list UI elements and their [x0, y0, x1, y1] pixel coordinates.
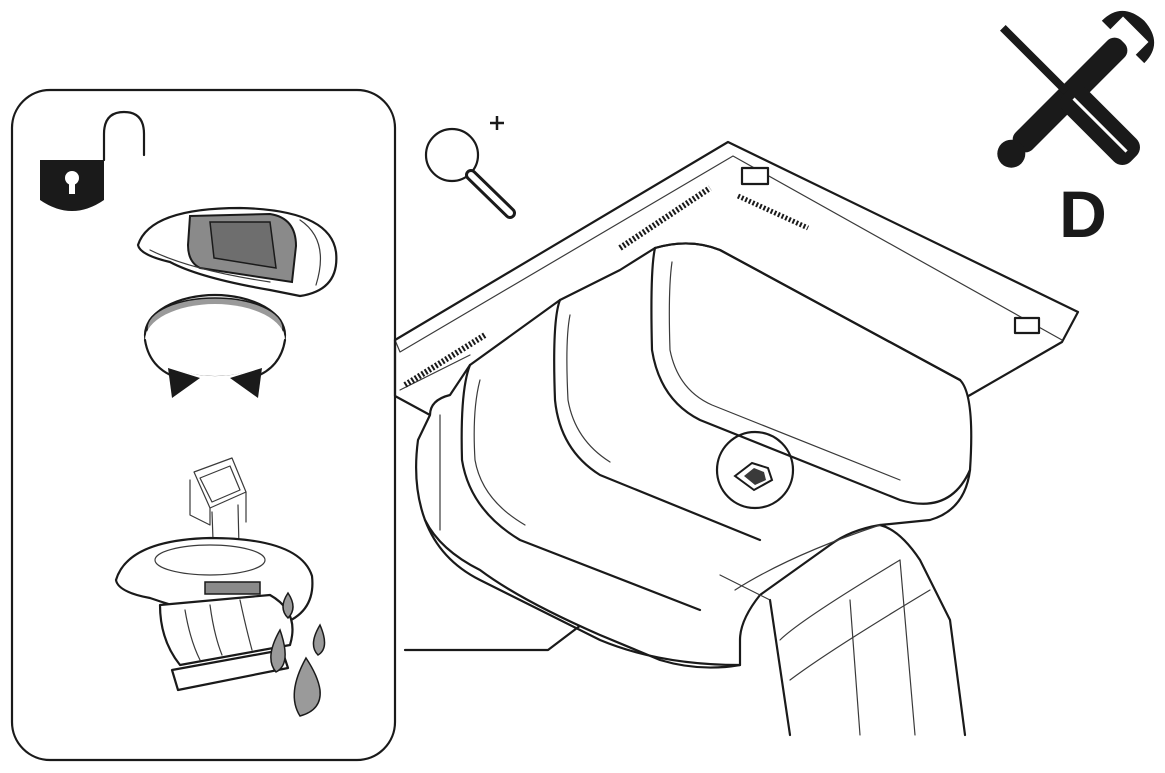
magnifier-plus-icon: [424, 116, 516, 219]
rotate-arrows-icon: [143, 293, 287, 398]
water-drops-icon: [270, 591, 326, 717]
open-padlock-icon: [40, 110, 146, 211]
drain-cap-open: [114, 536, 314, 692]
drain-cap-closed: [136, 206, 338, 298]
detail-panel: [10, 88, 397, 762]
wrench-screwdriver-icon: [997, 10, 1155, 168]
step-letter: D: [1059, 177, 1107, 251]
hob-unit: [393, 140, 1080, 737]
zoom-detail-circle: [715, 430, 795, 510]
